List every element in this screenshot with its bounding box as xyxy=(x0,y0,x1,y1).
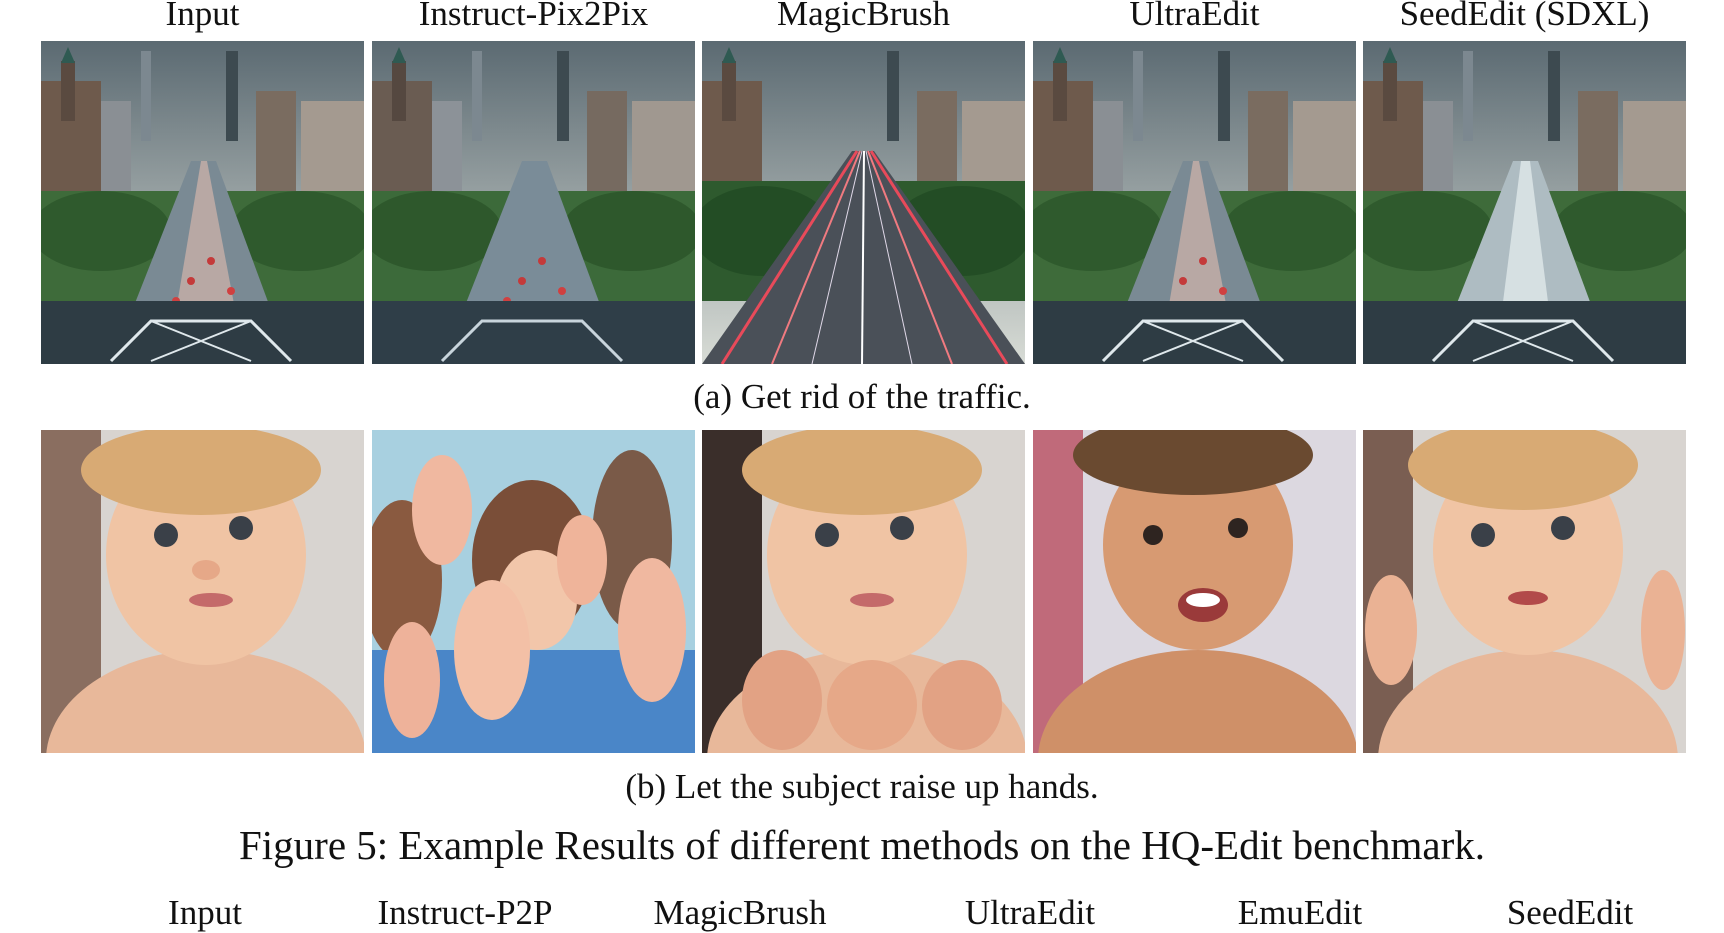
column-header-magicbrush: MagicBrush xyxy=(776,0,951,33)
city-street-traffic-image xyxy=(372,41,695,364)
children-raising-hands-image xyxy=(372,430,695,753)
city-street-no-traffic-image xyxy=(1363,41,1686,364)
baby-with-hands-image xyxy=(702,430,1025,753)
baby-portrait-image xyxy=(41,430,364,753)
panel-b-image-input xyxy=(41,430,364,753)
panel-a-image-instruct-pix2pix xyxy=(372,41,695,364)
panel-a-image-seededit-sdxl xyxy=(1363,41,1686,364)
panel-b-image-ultraedit xyxy=(1033,430,1356,753)
column-header-ultraedit: UltraEdit xyxy=(1129,0,1260,33)
city-street-light-trails-image xyxy=(702,41,1025,364)
next-figure-header-emuedit: EmuEdit xyxy=(1237,893,1363,932)
panel-a-image-ultraedit xyxy=(1033,41,1356,364)
column-header-instruct-pix2pix: Instruct-Pix2Pix xyxy=(418,0,649,33)
next-figure-header-input: Input xyxy=(168,893,242,932)
column-header-input: Input xyxy=(165,0,240,33)
next-figure-header-magicbrush: MagicBrush xyxy=(653,893,827,932)
baby-raising-hands-image xyxy=(1363,430,1686,753)
baby-smiling-image xyxy=(1033,430,1356,753)
panel-b-caption: (b) Let the subject raise up hands. xyxy=(625,767,1099,806)
column-header-seededit-sdxl: SeedEdit (SDXL) xyxy=(1399,0,1650,33)
panel-a-image-input xyxy=(41,41,364,364)
city-street-traffic-image xyxy=(41,41,364,364)
city-street-traffic-image xyxy=(1033,41,1356,364)
next-figure-header-ultraedit: UltraEdit xyxy=(964,893,1096,932)
next-figure-header-seededit: SeedEdit xyxy=(1506,893,1634,932)
panel-a-image-magicbrush xyxy=(702,41,1025,364)
panel-b-image-instruct-pix2pix xyxy=(372,430,695,753)
next-figure-header-instruct-p2p: Instruct-P2P xyxy=(377,893,553,932)
figure-caption: Figure 5: Example Results of different m… xyxy=(238,822,1486,868)
panel-a-caption: (a) Get rid of the traffic. xyxy=(693,377,1031,416)
panel-b-image-magicbrush xyxy=(702,430,1025,753)
panel-b-image-seededit-sdxl xyxy=(1363,430,1686,753)
